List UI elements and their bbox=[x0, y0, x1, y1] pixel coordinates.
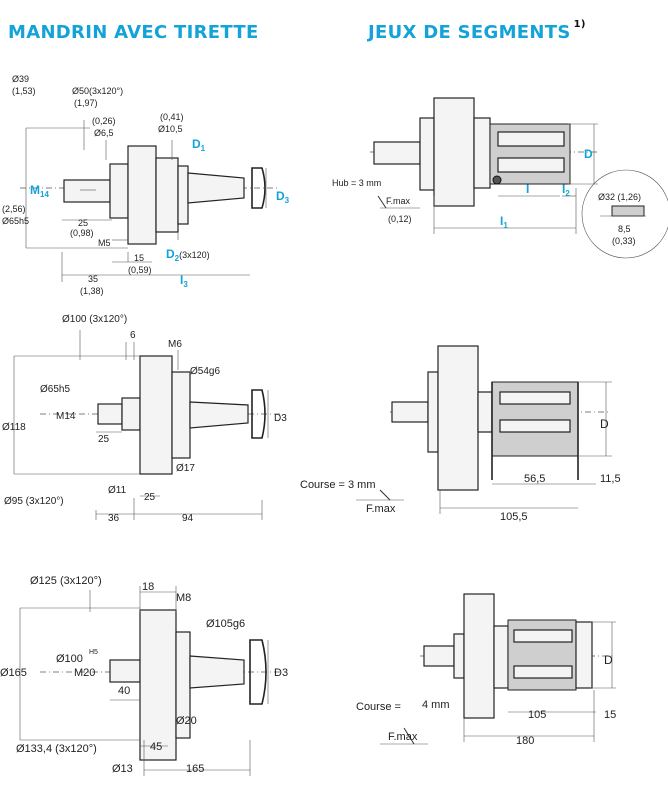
d1-d35: 35 bbox=[88, 274, 98, 284]
d2-d17: Ø17 bbox=[176, 463, 195, 474]
d1-d105: Ø10,5 bbox=[158, 124, 183, 134]
d3-d165: Ø165 bbox=[0, 667, 27, 679]
d2-m6: M6 bbox=[168, 339, 182, 350]
d1-d50: Ø50(3x120°) bbox=[72, 86, 123, 96]
s3-stroke: 4 mm bbox=[422, 699, 450, 711]
s2-fmax: F.max bbox=[366, 503, 396, 515]
s1-I1: I1 bbox=[500, 214, 508, 230]
d1-m5: M5 bbox=[98, 238, 111, 248]
d2-d25b: 25 bbox=[144, 492, 156, 503]
s3-d105: 105 bbox=[528, 709, 546, 721]
d3-d20: Ø20 bbox=[176, 715, 197, 727]
d3-d1334: Ø133,4 (3x120°) bbox=[16, 743, 97, 755]
d3-D3: D3 bbox=[274, 667, 288, 679]
s3-d15: 15 bbox=[604, 709, 616, 721]
d2-d118: Ø118 bbox=[2, 422, 26, 433]
s3-course: Course = bbox=[356, 701, 401, 713]
d1-in059: (0,59) bbox=[128, 265, 152, 275]
s2-D: D bbox=[600, 417, 609, 431]
s1-hub: Hub = 3 mm bbox=[332, 178, 381, 188]
d3-m20: M20 bbox=[74, 667, 95, 679]
d2-d11: Ø11 bbox=[108, 485, 127, 496]
s3-d180: 180 bbox=[516, 735, 534, 747]
title-note: 1) bbox=[573, 19, 586, 30]
d3-d18: 18 bbox=[142, 581, 154, 593]
chuck-drawing-3: Ø125 (3x120°) 18 M8 Ø105g6 Ø100 H5 M20 Ø… bbox=[0, 575, 288, 776]
d1-d39-in: (1,53) bbox=[12, 86, 36, 96]
s1-d32: Ø32 (1,26) bbox=[598, 192, 641, 202]
d3-m8: M8 bbox=[176, 592, 191, 604]
d3-d125: Ø125 (3x120°) bbox=[30, 575, 102, 587]
d2-d25: 25 bbox=[98, 434, 110, 445]
s2-course: Course = 3 mm bbox=[300, 479, 376, 491]
s1-I2: I2 bbox=[562, 182, 570, 198]
title-mandrin: MANDRIN AVEC TIRETTE bbox=[8, 22, 259, 43]
d1-in256: (2,56) bbox=[2, 204, 26, 214]
s3-fmax: F.max bbox=[388, 731, 418, 743]
d1-in098: (0,98) bbox=[70, 228, 94, 238]
d2-m14: M14 bbox=[56, 411, 76, 422]
d1-D3: D3 bbox=[276, 189, 290, 205]
d1-D1: D1 bbox=[192, 137, 206, 153]
d1-d65h5: Ø65h5 bbox=[2, 216, 29, 226]
d2-d6: 6 bbox=[130, 330, 136, 341]
d2-D3: D3 bbox=[274, 413, 287, 424]
d1-D2: D2(3x120) bbox=[166, 247, 210, 263]
d2-d54g6: Ø54g6 bbox=[190, 366, 220, 377]
d3-d100: Ø100 bbox=[56, 653, 83, 665]
d1-d39: Ø39 bbox=[12, 74, 29, 84]
d1-I3: I3 bbox=[180, 273, 188, 289]
d1-in041: (0,41) bbox=[160, 112, 184, 122]
d3-h5: H5 bbox=[89, 649, 98, 656]
s1-I: I bbox=[526, 182, 529, 196]
s2-d115: 11,5 bbox=[600, 473, 621, 485]
s1-in033: (0,33) bbox=[612, 236, 636, 246]
d1-d50-in: (1,97) bbox=[74, 98, 98, 108]
d3-d13: Ø13 bbox=[112, 763, 133, 775]
d1-in138: (1,38) bbox=[80, 286, 104, 296]
d3-d105g6: Ø105g6 bbox=[206, 618, 245, 630]
d1-M14: M14 bbox=[30, 183, 49, 199]
s2-d1055: 105,5 bbox=[500, 511, 528, 523]
d2-d36: 36 bbox=[108, 513, 120, 524]
d3-d165b: 165 bbox=[186, 763, 204, 775]
d1-d15: 15 bbox=[134, 253, 144, 263]
d2-d95: Ø95 (3x120°) bbox=[4, 496, 64, 507]
segment-drawing-1: D Hub = 3 mm F.max (0,12) I I2 I1 Ø32 (1… bbox=[332, 97, 668, 259]
segment-drawing-3: D Course = 4 mm F.max 105 15 180 bbox=[356, 593, 616, 747]
s2-d565: 56,5 bbox=[524, 473, 545, 485]
s1-in012: (0,12) bbox=[388, 214, 412, 224]
s1-D: D bbox=[584, 147, 593, 161]
chuck-drawing-2: Ø100 (3x120°) 6 M6 Ø54g6 Ø65h5 M14 Ø118 … bbox=[2, 314, 287, 524]
d1-d25: 25 bbox=[78, 218, 88, 228]
d1-d65: Ø6,5 bbox=[94, 128, 114, 138]
d3-d45: 45 bbox=[150, 741, 162, 753]
d3-d40: 40 bbox=[118, 685, 130, 697]
d1-in026: (0,26) bbox=[92, 116, 116, 126]
s1-d85: 8,5 bbox=[618, 224, 631, 234]
s3-D: D bbox=[604, 653, 613, 667]
d2-d94: 94 bbox=[182, 513, 194, 524]
s1-fmax: F.max bbox=[386, 196, 411, 206]
d2-d100: Ø100 (3x120°) bbox=[62, 314, 127, 325]
chuck-drawing-1: Ø39 (1,53) Ø50(3x120°) (1,97) (0,26) Ø6,… bbox=[2, 74, 290, 296]
d2-d65h5: Ø65h5 bbox=[40, 384, 70, 395]
segment-drawing-2: D Course = 3 mm F.max 56,5 11,5 105,5 bbox=[300, 345, 621, 523]
